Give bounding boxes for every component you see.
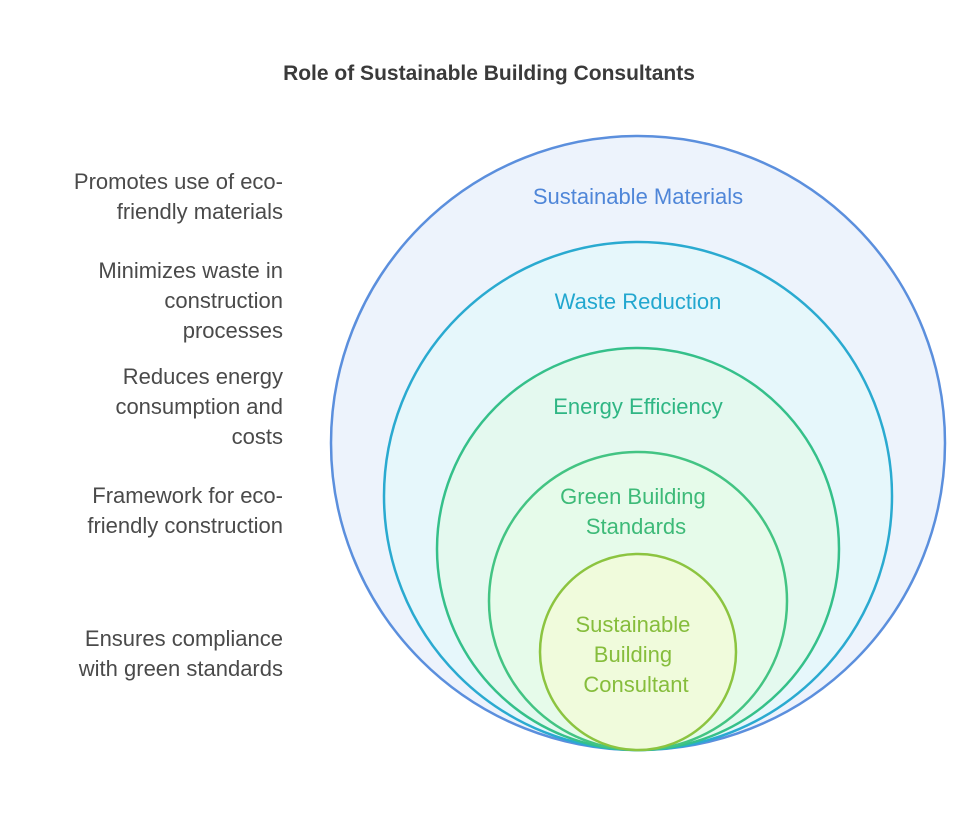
label-waste-reduction: Waste Reduction: [555, 289, 722, 314]
label-green-building-standards: Green Building Standards: [560, 484, 712, 539]
description-sustainable-building-consultant: Ensures compliance with green standards: [78, 626, 283, 681]
description-green-building-standards: Framework for eco- friendly construction: [87, 483, 283, 538]
label-sustainable-building-consultant: Sustainable Building Consultant: [575, 612, 696, 697]
description-sustainable-materials: Promotes use of eco- friendly materials: [73, 169, 283, 224]
ring-sustainable-building-consultant: [538, 552, 738, 752]
label-sustainable-materials: Sustainable Materials: [533, 184, 743, 209]
diagram-title: Role of Sustainable Building Consultants: [283, 62, 695, 85]
description-waste-reduction: Minimizes waste in construction processe…: [98, 258, 283, 343]
label-energy-efficiency: Energy Efficiency: [553, 394, 723, 419]
description-energy-efficiency: Reduces energy consumption and costs: [115, 364, 283, 449]
